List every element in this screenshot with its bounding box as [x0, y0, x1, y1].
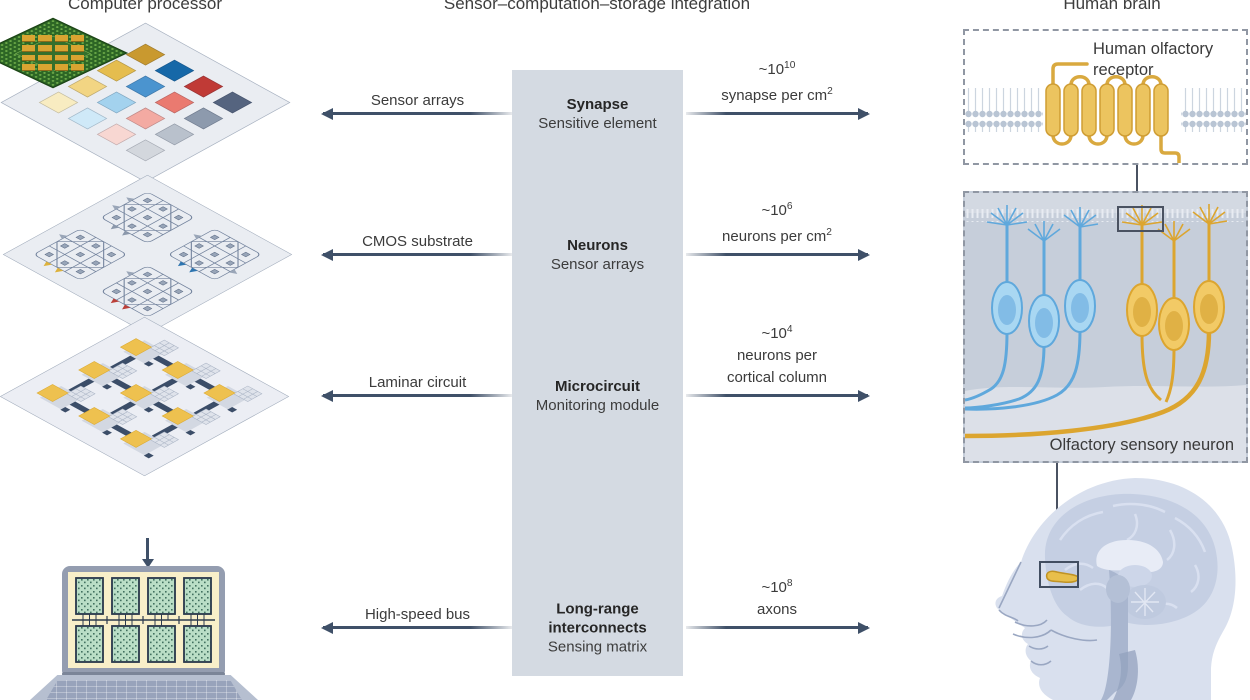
mapping-labels: Neurons Sensor arrays: [512, 236, 683, 274]
receptor-to-neuron-line: [1136, 165, 1138, 205]
left-arrow: [321, 389, 512, 402]
left-arrow: [321, 248, 512, 261]
device-structure-label: Sensor arrays: [370, 92, 465, 109]
right-arrow: [686, 389, 870, 402]
olfactory-receptor-box: Human olfactory receptor: [963, 29, 1248, 165]
chip-pad: [70, 34, 84, 42]
chip-pad: [22, 44, 36, 52]
die-cell: [96, 123, 137, 146]
cilia-highlight-rect: [1117, 206, 1164, 232]
chip-pad: [54, 54, 68, 62]
comparison-row: CMOS substrate Neurons Sensor arrays ~10…: [300, 201, 880, 305]
chip-to-laptop-arrow: [141, 538, 154, 568]
chip-pad: [22, 34, 36, 42]
laptop-keyboard: [46, 680, 242, 700]
die-cell: [154, 123, 195, 146]
column-title-computer-processor: Computer processor: [67, 0, 222, 13]
olfactory-neurons-illustration: [965, 193, 1246, 461]
chip-pad: [54, 34, 68, 42]
die-cell: [154, 91, 195, 114]
receptor-label: Human olfactory receptor: [1093, 40, 1214, 79]
device-element-name: Monitoring module: [535, 397, 660, 414]
chip-pad: [70, 54, 84, 62]
device-structure-label: High-speed bus: [364, 606, 471, 623]
olfactory-neuron-box: Olfactory sensory neuron: [963, 191, 1248, 463]
die-cell: [183, 107, 224, 130]
die-cell: [67, 75, 108, 98]
device-structure-label: CMOS substrate: [362, 233, 473, 250]
chip-pad: [38, 44, 52, 52]
brain-structure-name: Neurons: [567, 237, 628, 254]
die-cell: [96, 91, 137, 114]
left-arrow: [321, 107, 512, 120]
neuron-label: Olfactory sensory neuron: [1049, 436, 1234, 454]
laptop-icon: [62, 566, 225, 674]
right-arrow: [686, 621, 870, 634]
die-cell: [212, 91, 253, 114]
multichip-bus-illustration: [72, 577, 215, 663]
brain-illustration: [995, 478, 1236, 700]
die-cell: [125, 139, 166, 162]
die-cell: [125, 107, 166, 130]
device-element-name: Sensitive element: [538, 115, 657, 132]
die-cell: [125, 43, 166, 66]
chip-pad: [21, 64, 36, 72]
die-cell: [183, 75, 224, 98]
chip-pad: [54, 64, 68, 72]
brain-structure-name: Microcircuit: [554, 378, 641, 395]
die-cell: [67, 107, 108, 130]
mapping-labels: Long-range interconnects Sensing matrix: [512, 600, 683, 657]
right-arrow: [686, 248, 870, 261]
die-cell: [154, 59, 195, 82]
chip-pad: [38, 64, 52, 72]
device-element-name: Sensor arrays: [550, 256, 645, 273]
brain-structure-name: Synapse: [566, 96, 629, 113]
column-title-integration: Sensor–computation–storage integration: [443, 0, 751, 13]
chip-pad: [21, 54, 36, 62]
chip-pad: [54, 44, 68, 52]
mapping-labels: Microcircuit Monitoring module: [512, 377, 683, 415]
left-arrow: [321, 621, 512, 634]
laptop-screen: [68, 572, 219, 668]
chip-pad: [70, 64, 84, 72]
chip-pad: [70, 44, 84, 52]
device-element-name: Sensing matrix: [547, 638, 648, 656]
chip-pad: [38, 34, 52, 42]
die-cell: [125, 75, 166, 98]
chip-gold-pads: [21, 34, 84, 72]
bulb-highlight-rect: [1040, 562, 1078, 587]
integration-panel: [512, 70, 683, 676]
comparison-row: Sensor arrays Synapse Sensitive element …: [300, 60, 880, 164]
laminar-circuit-icon: [0, 316, 290, 477]
comparison-row: Laminar circuit Microcircuit Monitoring …: [300, 324, 880, 446]
crossbar-circuit-icon: [2, 174, 293, 335]
olfactory-receptor-illustration: [965, 62, 1246, 163]
device-structure-label: Laminar circuit: [368, 374, 467, 391]
laptop-hinge: [62, 672, 225, 676]
chip-pad: [38, 54, 52, 62]
mapping-labels: Synapse Sensitive element: [512, 95, 683, 133]
brain-structure-name: Long-range interconnects: [548, 600, 647, 637]
die-cell: [38, 91, 79, 114]
right-arrow: [686, 107, 870, 120]
comparison-row: High-speed bus Long-range interconnects …: [300, 578, 880, 678]
column-title-human-brain: Human brain: [1063, 0, 1161, 13]
